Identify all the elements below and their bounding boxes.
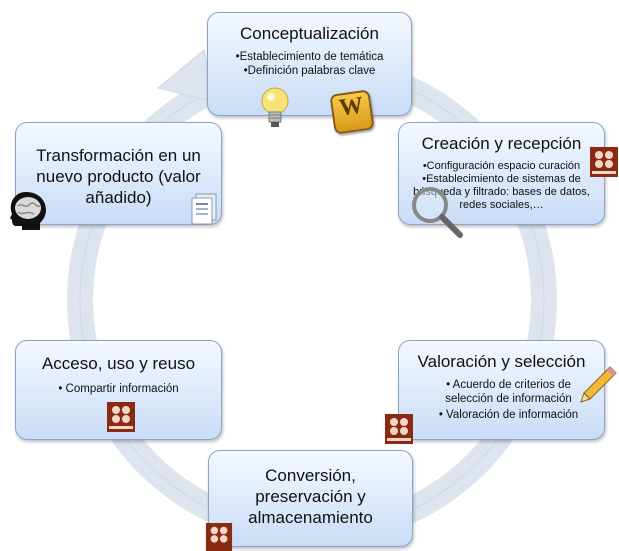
document-icon [191,193,217,225]
stage-title: Conceptualización [240,24,379,43]
mendeley-logo-icon [590,147,618,177]
mendeley-logo-icon [385,414,413,444]
head-brain-icon [10,192,46,230]
stage-title: Creación y recepción [421,134,582,153]
stage-bullet: •Definición palabras clave [243,65,376,77]
word-tile-icon: W [329,89,375,135]
stage-bullet: • Compartir información [58,383,179,395]
lightbulb-icon [261,87,289,127]
stage-bullet: •Establecimiento de temática [235,51,384,63]
stage-creacion: Creación y recepción •Configuración espa… [398,122,605,225]
stage-bullet: •Establecimiento de sistemas de búsqueda… [413,173,590,211]
stage-conceptualizacion: Conceptualización •Establecimiento de te… [207,12,412,116]
stage-title: Valoración y selección [417,352,586,371]
stage-bullet: •Configuración espacio curación [422,160,581,172]
stage-title: Transformación en un nuevo producto (val… [36,146,201,207]
tile-letter: W [337,92,365,122]
stage-valoracion: Valoración y selección • Acuerdo de crit… [398,340,605,440]
cycle-arrowhead [156,49,215,103]
stage-conversion: Conversión, preservación y almacenamient… [208,450,413,547]
stage-title: Conversión, preservación y almacenamient… [248,466,373,527]
stage-bullet: • Valoración de información [438,409,579,421]
mendeley-logo-icon [205,523,233,551]
stage-title: Acceso, uso y reuso [41,354,196,373]
pencil-icon [580,366,617,403]
magnifier-icon [412,187,463,238]
stage-transformacion: Transformación en un nuevo producto (val… [15,122,222,225]
stage-bullet: • Acuerdo de criterios de selección de i… [445,379,572,405]
mendeley-logo-icon [107,402,135,432]
